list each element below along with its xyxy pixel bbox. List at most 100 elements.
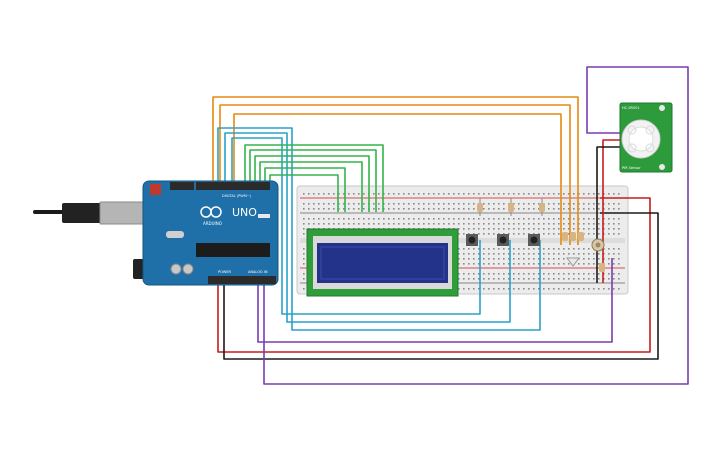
arduino-brand: ARDUINO — [203, 221, 222, 226]
breadboard-hole — [553, 248, 555, 250]
breadboard-hole — [408, 218, 410, 220]
led[interactable] — [566, 257, 580, 267]
breadboard-hole — [488, 253, 490, 255]
breadboard-hole — [498, 258, 500, 260]
breadboard-hole — [518, 218, 520, 220]
breadboard-hole — [528, 228, 530, 230]
breadboard-hole — [478, 193, 480, 195]
breadboard-hole — [388, 193, 390, 195]
breadboard-hole — [323, 203, 325, 205]
breadboard-hole — [503, 263, 505, 265]
breadboard-hole — [473, 203, 475, 205]
breadboard-hole — [583, 203, 585, 205]
breadboard-hole — [548, 273, 550, 275]
reset-button[interactable] — [150, 184, 161, 195]
breadboard-hole — [583, 263, 585, 265]
breadboard-hole — [478, 278, 480, 280]
breadboard-hole — [498, 203, 500, 205]
breadboard-hole — [343, 223, 345, 225]
breadboard-hole — [533, 233, 535, 235]
breadboard-hole — [483, 193, 485, 195]
pir-label-top: HC-SR501 — [622, 106, 640, 110]
breadboard-hole — [588, 233, 590, 235]
push-buttons[interactable] — [466, 234, 540, 246]
breadboard-hole — [503, 193, 505, 195]
breadboard-hole — [423, 208, 425, 210]
breadboard-hole — [473, 273, 475, 275]
breadboard-hole — [578, 273, 580, 275]
breadboard-hole — [358, 193, 360, 195]
breadboard-hole — [553, 233, 555, 235]
breadboard-hole — [323, 208, 325, 210]
breadboard-hole — [588, 218, 590, 220]
breadboard-hole — [378, 223, 380, 225]
arduino-uno[interactable]: UNO ARDUINO DIGITAL (PWM~) POWER ANALOG … — [62, 180, 279, 286]
breadboard-hole — [528, 248, 530, 250]
breadboard-hole — [443, 223, 445, 225]
breadboard-hole — [608, 263, 610, 265]
breadboard-hole — [483, 248, 485, 250]
breadboard-hole — [588, 273, 590, 275]
resistor-4 — [562, 232, 568, 241]
breadboard-hole — [483, 263, 485, 265]
breadboard-hole — [563, 273, 565, 275]
breadboard-hole — [598, 208, 600, 210]
breadboard-hole — [388, 208, 390, 210]
breadboard-hole — [608, 278, 610, 280]
breadboard-hole — [328, 223, 330, 225]
breadboard-hole — [458, 258, 460, 260]
breadboard-hole — [613, 228, 615, 230]
breadboard-hole — [508, 233, 510, 235]
breadboard-hole — [348, 203, 350, 205]
breadboard-hole — [538, 218, 540, 220]
breadboard-hole — [478, 273, 480, 275]
breadboard-hole — [418, 193, 420, 195]
breadboard-hole — [448, 203, 450, 205]
breadboard-hole — [618, 258, 620, 260]
breadboard-hole — [568, 203, 570, 205]
breadboard-hole — [513, 263, 515, 265]
breadboard-hole — [598, 278, 600, 280]
breadboard-hole — [518, 253, 520, 255]
breadboard-hole — [538, 253, 540, 255]
breadboard-hole — [458, 208, 460, 210]
breadboard-hole — [533, 258, 535, 260]
breadboard-hole — [603, 288, 605, 290]
breadboard-hole — [443, 208, 445, 210]
photoresistor[interactable] — [591, 238, 605, 252]
resistor-5 — [570, 232, 576, 241]
breadboard-hole — [503, 223, 505, 225]
breadboard-hole — [433, 208, 435, 210]
breadboard-hole — [488, 273, 490, 275]
breadboard-hole — [493, 273, 495, 275]
breadboard-hole — [438, 193, 440, 195]
breadboard-hole — [353, 208, 355, 210]
breadboard-hole — [368, 218, 370, 220]
breadboard-hole — [498, 208, 500, 210]
wire-red-main — [217, 197, 651, 353]
wire-blue-3 — [231, 137, 481, 315]
breadboard-hole — [458, 273, 460, 275]
lcd-display[interactable] — [306, 228, 459, 297]
breadboard-hole — [513, 258, 515, 260]
breadboard-hole — [493, 208, 495, 210]
breadboard-hole — [548, 228, 550, 230]
breadboard-hole — [473, 248, 475, 250]
push-button-3 — [528, 234, 540, 246]
pir-sensor[interactable]: HC-SR501 PIR Sensor — [619, 102, 673, 173]
breadboard-hole — [558, 223, 560, 225]
breadboard-hole — [598, 263, 600, 265]
breadboard-hole — [463, 273, 465, 275]
breadboard-hole — [528, 278, 530, 280]
breadboard-hole — [423, 218, 425, 220]
breadboard-hole — [553, 193, 555, 195]
breadboard-hole — [553, 203, 555, 205]
breadboard-hole — [508, 223, 510, 225]
breadboard-hole — [413, 223, 415, 225]
breadboard-hole — [538, 288, 540, 290]
breadboard-hole — [473, 258, 475, 260]
breadboard-hole — [533, 273, 535, 275]
breadboard-hole — [558, 203, 560, 205]
breadboard-hole — [488, 193, 490, 195]
breadboard-hole — [373, 193, 375, 195]
